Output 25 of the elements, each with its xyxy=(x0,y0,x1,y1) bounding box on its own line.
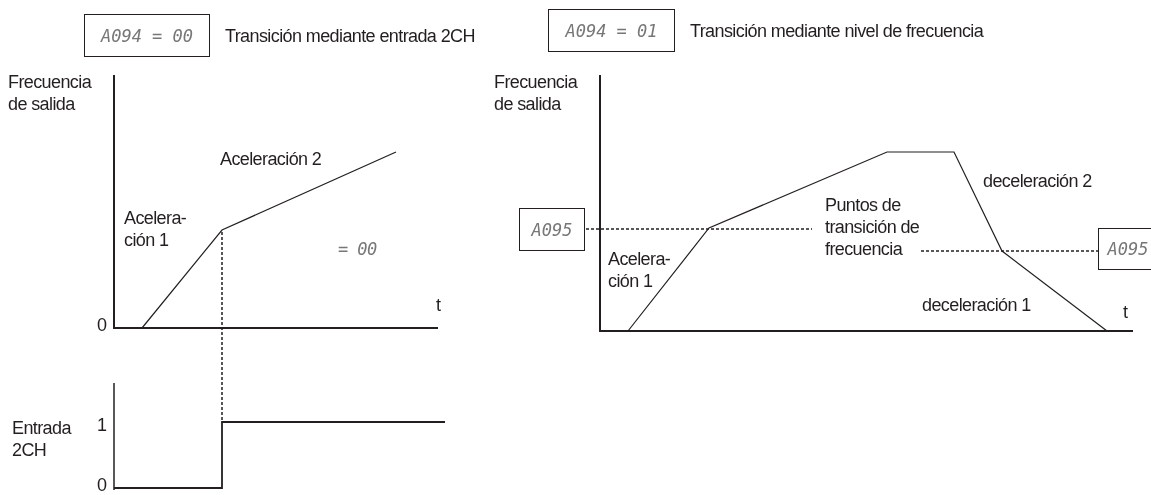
curve-label: deceleración 1 xyxy=(922,294,1031,316)
parameter-value: A094 = 00 xyxy=(100,25,194,46)
axis-title: t xyxy=(436,294,441,316)
parameter-value: A095 xyxy=(531,219,573,240)
axis-title: Frecuencia de salida xyxy=(494,71,579,115)
description-text: Transición mediante nivel de frecuencia xyxy=(690,19,984,42)
axis-tick: 1 xyxy=(97,414,107,436)
description-text: Transición mediante entrada 2CH xyxy=(225,24,475,47)
parameter-display-box xyxy=(548,9,675,52)
curve-label: Acelera- ción 1 xyxy=(124,207,188,251)
parameter-value: A095 xyxy=(1107,239,1149,259)
parameter-display-box xyxy=(1098,228,1151,270)
annotation-text: Puntos de transición de frecuencia xyxy=(825,194,921,260)
curve-label: deceleración 2 xyxy=(983,170,1092,192)
axis-title: t xyxy=(1123,301,1128,323)
axis-title: Frecuencia de salida xyxy=(8,71,93,115)
axis-title: Entrada 2CH xyxy=(12,417,73,461)
axis-tick: 0 xyxy=(97,474,107,495)
parameter-display-box xyxy=(84,14,210,57)
parameter-value: A094 = 01 xyxy=(565,20,658,41)
axis-tick: 0 xyxy=(97,314,107,336)
curve-label: Aceleración 2 xyxy=(220,148,322,170)
parameter-value: = 00 xyxy=(338,238,377,260)
parameter-display-box xyxy=(519,208,585,251)
curve-label: Acelera- ción 1 xyxy=(608,248,672,292)
